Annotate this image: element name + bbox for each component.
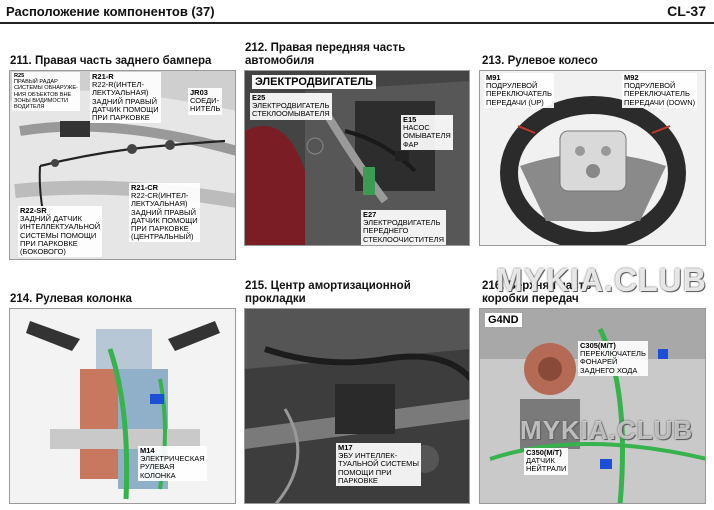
page-header: Расположение компонентов (37) CL-37 <box>0 0 714 24</box>
photo-transmission <box>479 308 706 504</box>
tag-motor: ЭЛЕКТРОДВИГАТЕЛЬ <box>252 75 377 89</box>
watermark-bottom: MYKIA.CLUB <box>520 415 694 445</box>
section-212-title: 212. Правая передняя часть автомобиля <box>245 42 406 67</box>
section-214-title: 214. Рулевая колонка <box>10 293 132 305</box>
section-213-title: 213. Рулевое колесо <box>482 55 598 67</box>
section-215-title: 215. Центр амортизационной прокладки <box>245 280 411 305</box>
watermark-top: MYKIA.CLUB <box>496 262 707 298</box>
tag-engine: G4ND <box>485 313 522 327</box>
transmission-illustration <box>480 309 705 503</box>
page-code: CL-37 <box>667 3 706 19</box>
label-c350: C350(M/T)ДАТЧИК НЕЙТРАЛИ <box>524 448 569 475</box>
page-title: Расположение компонентов (37) <box>6 4 215 19</box>
section-211-title: 211. Правая часть заднего бампера <box>10 55 212 67</box>
section-216-title: 216. Верхняя часть коробки передач <box>482 280 592 305</box>
label-c305: C305(M/T)ПЕРЕКЛЮЧАТЕЛЬ ФОНАРЕЙ ЗАДНЕГО Х… <box>578 341 648 376</box>
